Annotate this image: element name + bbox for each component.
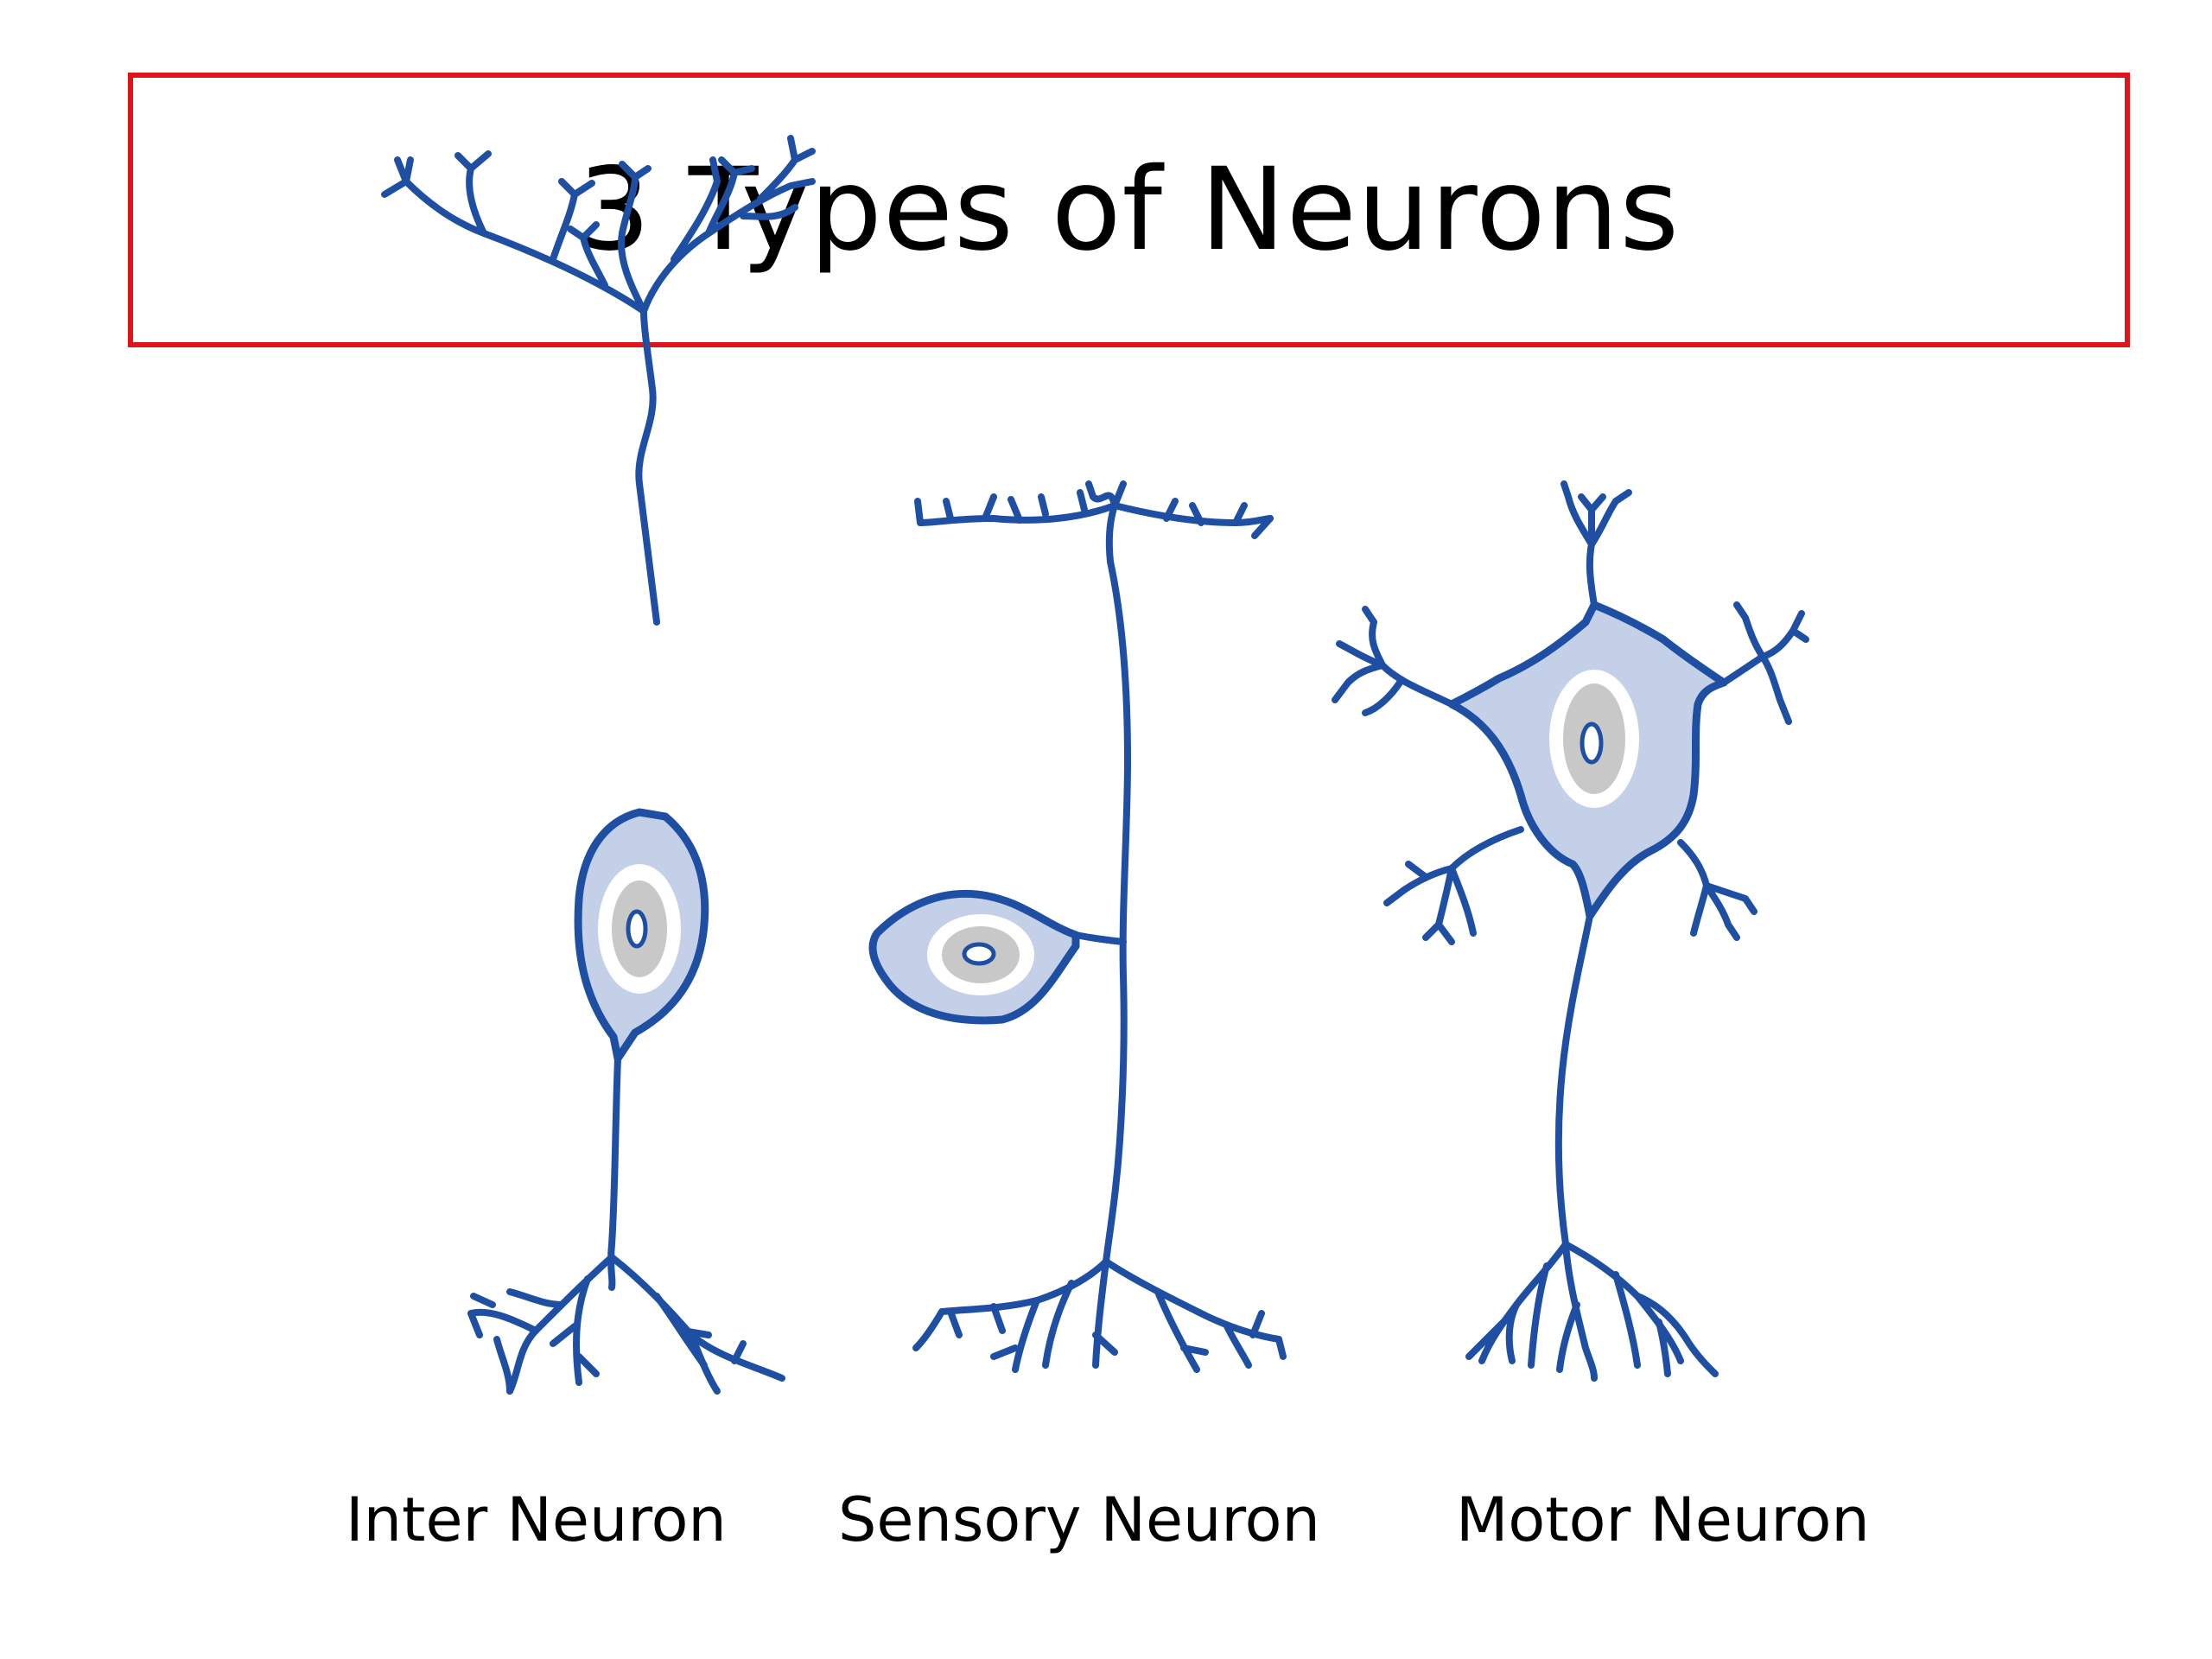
motor-neuron-icon [1332, 480, 1809, 1382]
inter-neuron-label: Inter Neuron [346, 1484, 727, 1555]
title-box: 3 Types of Neurons [128, 73, 2130, 347]
page-title: 3 Types of Neurons [577, 143, 1681, 276]
motor-neuron-label: Motor Neuron [1456, 1484, 1870, 1555]
sensory-neuron-label: Sensory Neuron [838, 1484, 1320, 1555]
sensory-neuron-icon [868, 480, 1287, 1373]
inter-neuron-icon [381, 135, 816, 1395]
